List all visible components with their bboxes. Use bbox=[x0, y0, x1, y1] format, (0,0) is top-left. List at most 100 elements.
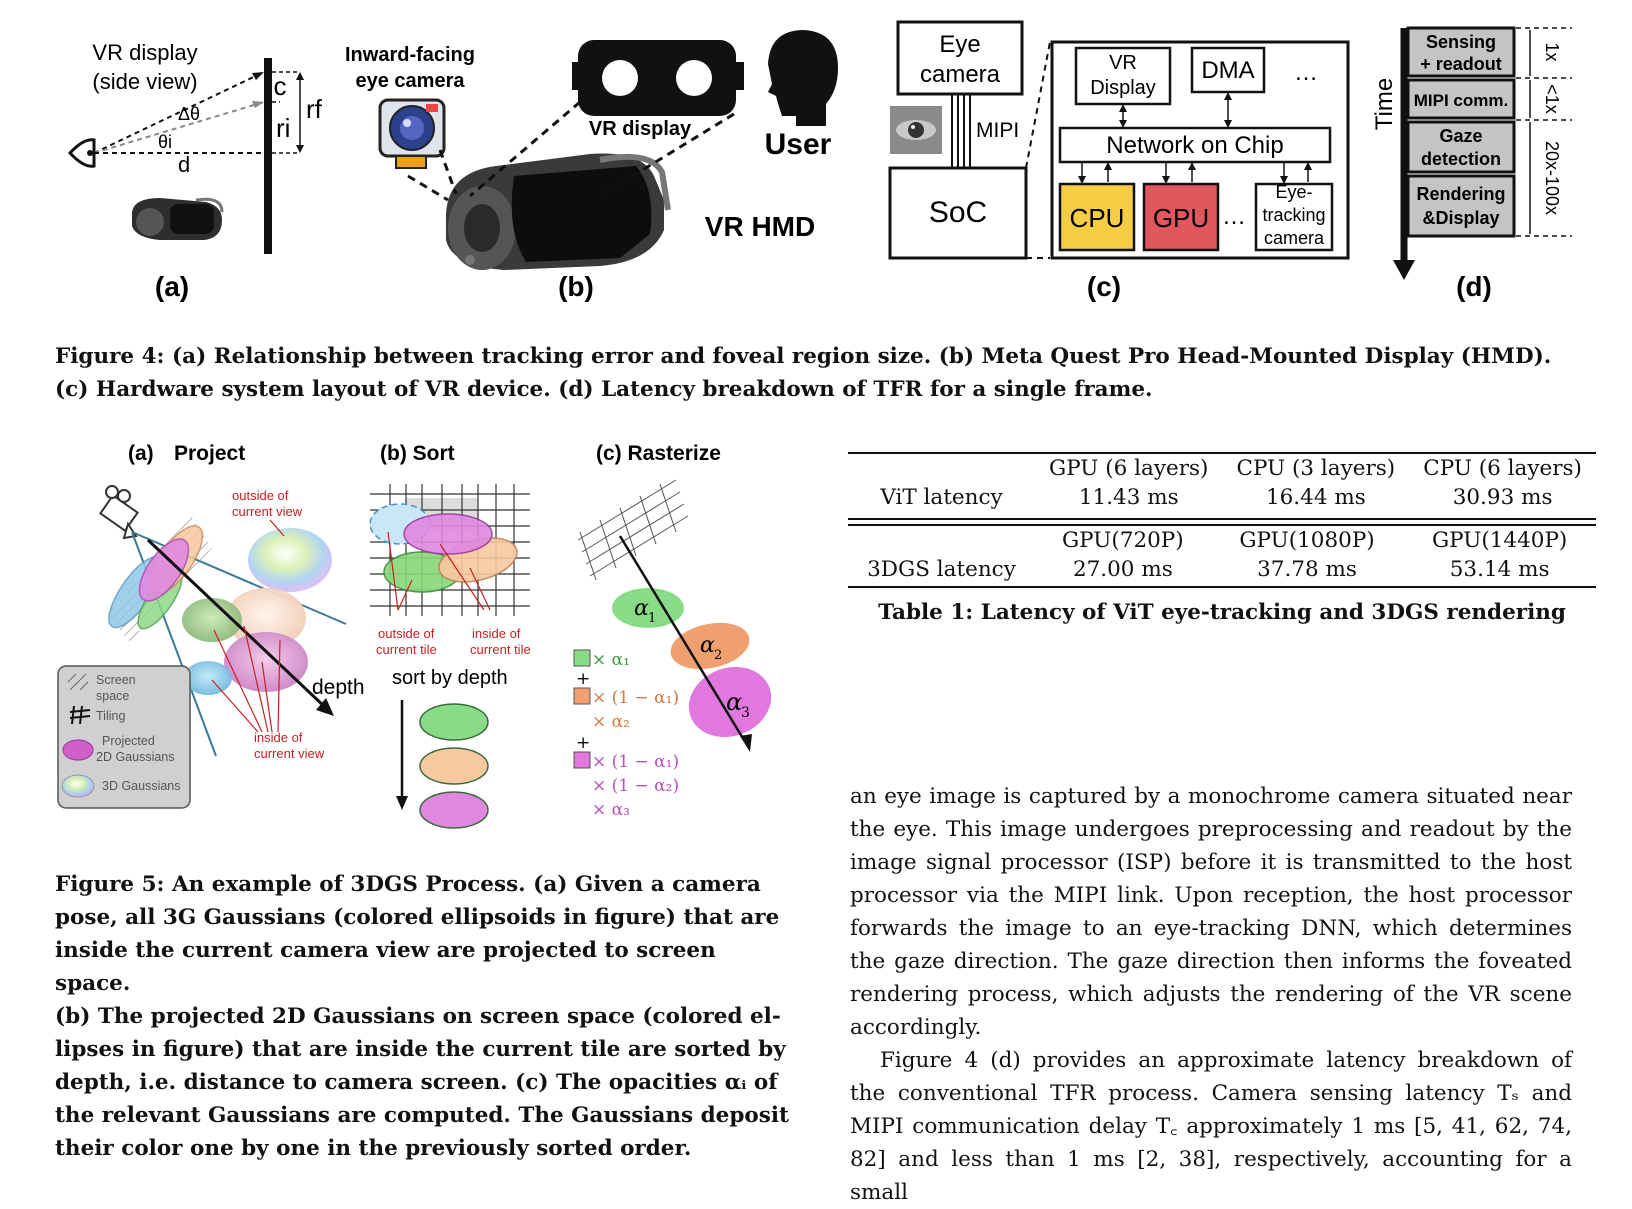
scale-lt-1x: <1x bbox=[1542, 84, 1562, 114]
table-header-cell: GPU(1080P) bbox=[1239, 528, 1375, 553]
panel-d-label: (d) bbox=[1456, 271, 1492, 302]
table-1-caption: Table 1: Latency of ViT eye-tracking and… bbox=[878, 600, 1566, 625]
svg-text:space: space bbox=[96, 689, 129, 703]
table-header-cell: GPU (6 layers) bbox=[1049, 456, 1209, 481]
figure-5-caption: Figure 5: An example of 3DGS Process. (a… bbox=[55, 872, 789, 1161]
alpha1-label: α bbox=[634, 596, 649, 621]
figure-4a: VR display (side view) c rf ri Δθ θi d bbox=[67, 40, 323, 302]
vr-display-label-line1: VR display bbox=[92, 40, 197, 65]
depth-label: depth bbox=[312, 676, 365, 699]
sorted-gaussian-pink bbox=[419, 791, 489, 829]
eye-tracking-label-line3: camera bbox=[1264, 228, 1325, 248]
inside-view-label-line2: current view bbox=[254, 746, 325, 761]
outside-view-label-line2: current view bbox=[232, 504, 303, 519]
eye-icon bbox=[67, 138, 96, 168]
soc-box bbox=[888, 166, 1028, 260]
alpha3-label: α bbox=[726, 688, 742, 716]
svg-text:2D Gaussians: 2D Gaussians bbox=[96, 750, 175, 764]
body-paragraph-1: an eye image is captured by a monochrome… bbox=[850, 784, 1572, 1040]
vr-hmd-label: VR HMD bbox=[705, 211, 815, 242]
inside-tile-label-line1: inside of bbox=[472, 626, 521, 641]
noc-box bbox=[1058, 126, 1332, 164]
d-label: d bbox=[178, 152, 190, 177]
formula-pink-3: × α₃ bbox=[592, 800, 630, 820]
formula-plus-2: + bbox=[576, 733, 590, 753]
delta-theta-label: Δθ bbox=[178, 104, 200, 124]
inward-camera-label-line1: Inward-facing bbox=[345, 44, 475, 66]
eye-tracking-label-line1: Eye- bbox=[1275, 182, 1312, 202]
legend-screen-space: Screen space bbox=[68, 673, 136, 703]
svg-text:1: 1 bbox=[648, 611, 656, 626]
latency-block-gaze: Gaze detection bbox=[1406, 120, 1516, 174]
table-cell: 27.00 ms bbox=[1072, 557, 1173, 582]
formula-plus-1: + bbox=[576, 669, 590, 689]
ellipsis-bottom: … bbox=[1222, 203, 1246, 230]
table-row-label: ViT latency bbox=[880, 485, 1003, 510]
figure-5a: (a) Project depth outside of current vie… bbox=[57, 442, 365, 809]
alpha2-label: α bbox=[700, 633, 715, 658]
project-title-label: (a) bbox=[128, 442, 154, 465]
formula-orange-1: × (1 − α₁) bbox=[592, 688, 679, 708]
figure-4c: Eye camera MIPI SoC VR Display DMA … Net… bbox=[888, 20, 1350, 302]
svg-text:3: 3 bbox=[741, 705, 750, 721]
figure-5c: (c) Rasterize α 1 α 2 α 3 × α₁ + × (1 − … bbox=[573, 442, 772, 820]
table-header-cell: GPU(1440P) bbox=[1431, 528, 1568, 553]
latency-block-mipi: MIPI comm. bbox=[1406, 78, 1516, 120]
vr-display-box-label-line1: VR bbox=[1109, 52, 1137, 74]
panel-b-label: (b) bbox=[558, 271, 594, 302]
svg-text:Gaze: Gaze bbox=[1439, 126, 1482, 146]
user-label: User bbox=[765, 128, 832, 161]
theta-i-label: θi bbox=[158, 132, 172, 152]
soc-label: SoC bbox=[929, 196, 987, 229]
svg-text:3D Gaussians: 3D Gaussians bbox=[102, 779, 181, 793]
formula-pink-2: × (1 − α₂) bbox=[592, 776, 679, 796]
eye-photo-image bbox=[890, 106, 942, 154]
alpha1-gaussian bbox=[612, 588, 684, 628]
cpu-box bbox=[1058, 182, 1136, 252]
headset-small-image bbox=[132, 197, 224, 240]
legend-box bbox=[57, 665, 191, 809]
time-axis-label: Time bbox=[1371, 78, 1398, 130]
svg-text:Projected: Projected bbox=[102, 734, 155, 748]
eye-camera-label-line2: camera bbox=[920, 61, 1001, 88]
user-head-icon bbox=[768, 30, 838, 126]
svg-text:Screen: Screen bbox=[96, 673, 136, 687]
ray-line bbox=[618, 535, 746, 741]
formula-pink-swatch bbox=[573, 751, 591, 769]
sorted-gaussian-orange bbox=[419, 747, 489, 785]
table-header-cell: GPU(720P) bbox=[1062, 528, 1184, 553]
outside-tile-label-line1: outside of bbox=[378, 626, 435, 641]
eye-tracking-camera-box bbox=[1254, 182, 1334, 252]
eye-camera-label-line1: Eye bbox=[939, 31, 980, 58]
svg-text:+ readout: + readout bbox=[1420, 54, 1502, 74]
eye-camera-box bbox=[896, 20, 1024, 96]
noc-label: Network on Chip bbox=[1106, 132, 1283, 159]
inside-view-label-line1: inside of bbox=[254, 730, 303, 745]
table-cell: 30.93 ms bbox=[1452, 485, 1553, 510]
legend-tiling: Tiling bbox=[69, 705, 125, 725]
table-header-row: GPU (6 layers) CPU (3 layers) CPU (6 lay… bbox=[848, 454, 1596, 483]
latency-block-sensing: Sensing + readout bbox=[1406, 26, 1516, 78]
formula-green-swatch bbox=[573, 649, 591, 667]
gpu-box bbox=[1142, 182, 1220, 252]
table-1: GPU (6 layers) CPU (3 layers) CPU (6 lay… bbox=[848, 452, 1596, 629]
sort-by-depth-label: sort by depth bbox=[392, 667, 508, 689]
rf-label: rf bbox=[306, 94, 323, 124]
svg-text:&Display: &Display bbox=[1422, 208, 1499, 228]
svg-text:detection: detection bbox=[1421, 149, 1501, 169]
vr-display-goggles-icon bbox=[572, 40, 744, 116]
latency-block-rendering: Rendering &Display bbox=[1406, 174, 1516, 238]
vr-display-box-label-line2: Display bbox=[1090, 77, 1156, 99]
svg-text:Tiling: Tiling bbox=[96, 709, 125, 723]
inward-camera-label-line2: eye camera bbox=[356, 70, 466, 92]
outside-view-label-line1: outside of bbox=[232, 488, 289, 503]
panel-c-label: (c) bbox=[1087, 271, 1121, 302]
ellipsis-top: … bbox=[1294, 59, 1318, 86]
table-header-cell: CPU (6 layers) bbox=[1423, 456, 1582, 481]
display-bar bbox=[264, 58, 272, 254]
c-label: c bbox=[274, 71, 287, 101]
body-text-column: an eye image is captured by a monochrome… bbox=[850, 780, 1572, 1209]
eye-camera-icon bbox=[378, 98, 446, 169]
vr-display-label-line2: (side view) bbox=[92, 69, 197, 94]
sort-title: (b) Sort bbox=[380, 442, 455, 465]
